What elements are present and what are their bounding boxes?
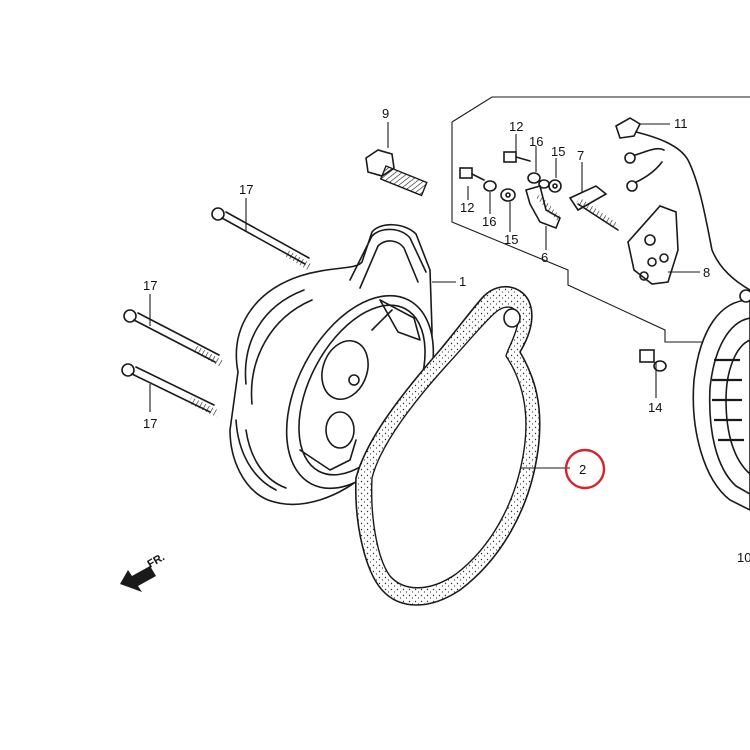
sensor-6 [525,185,562,230]
label-1: 1 [459,274,466,289]
bolt-14 [639,349,667,372]
bolt-9 [365,149,428,197]
bolt-17-top [211,207,313,271]
screw-12-upper [503,151,531,163]
washer-16-lower [483,180,497,192]
washer-15-lower [500,188,516,202]
label-10: 10 [737,550,750,565]
highlight-circle [564,448,606,490]
label-12-top: 12 [509,119,523,134]
subassembly-frame [451,96,750,343]
stator-10 [692,289,750,511]
label-8: 8 [703,265,710,280]
label-14: 14 [648,400,662,415]
gasket-2 [354,286,541,606]
label-2: 2 [579,462,586,477]
label-17-bottom: 17 [143,416,157,431]
label-16-bottom: 16 [482,214,496,229]
label-17-mid: 17 [143,278,157,293]
label-16-top: 16 [529,134,543,149]
front-arrow-label: FR. [146,551,167,570]
wire-harness-11 [615,117,750,291]
label-11: 11 [674,116,688,131]
screw-12-lower [459,167,485,181]
wire-clip-7 [568,185,619,231]
label-15-bottom: 15 [504,232,518,247]
bracket-8 [627,205,679,285]
label-17-top: 17 [239,182,253,197]
washer-15-upper [548,179,562,193]
label-6: 6 [541,250,548,265]
bolt-17-bottom [121,363,220,418]
label-7: 7 [577,148,584,163]
label-9: 9 [382,106,389,121]
front-arrow-icon: FR. [120,551,167,592]
washer-16-upper [527,172,550,189]
label-15-top: 15 [551,144,565,159]
bolt-17-mid [123,309,224,368]
label-12-bottom: 12 [460,200,474,215]
